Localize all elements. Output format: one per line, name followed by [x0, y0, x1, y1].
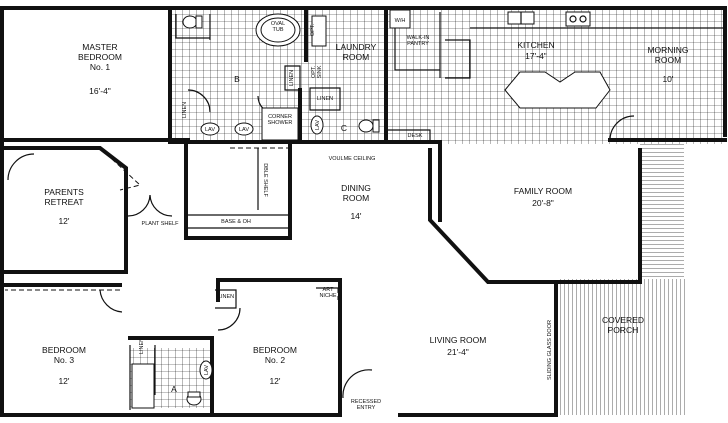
- dim-dining-room: 14': [350, 211, 361, 221]
- dim-living-room: 21'-4": [447, 347, 469, 357]
- label-line: ROOM: [343, 193, 369, 203]
- label-line: SINK: [317, 65, 323, 78]
- lav-sink-icon: [199, 360, 213, 380]
- label-lav-4: LAV: [204, 365, 210, 375]
- fixtures: [182, 9, 611, 406]
- room-dimensions: 16'-4" 12' 12' 12' 17'-4" 10' 14' 20'-8"…: [58, 51, 673, 386]
- label-linen-master: LINEN: [182, 102, 188, 118]
- label-line: TUB: [273, 27, 284, 33]
- kitchen-island: [504, 71, 611, 109]
- toilet-icon: [358, 119, 374, 133]
- label-line: ROOM: [343, 52, 369, 62]
- label-bath-c: C: [341, 123, 347, 133]
- label-sliding-glass-door: SLIDING GLASS DOOR: [547, 320, 553, 380]
- label-line: No. 1: [90, 62, 111, 72]
- label-linen-b: LINEN: [289, 70, 295, 86]
- dim-bedroom3: 12': [58, 376, 69, 386]
- lav-sink-icon: [310, 115, 324, 135]
- dim-master-bedroom: 16'-4": [89, 86, 111, 96]
- label-lav-2: LAV: [239, 127, 249, 133]
- lav-sink-icon: [234, 122, 254, 136]
- label-linen-laundry: LINEN: [317, 96, 333, 102]
- label-line: ROOM: [655, 55, 681, 65]
- label-line: RETREAT: [44, 197, 83, 207]
- label-linen-bed2: LINEN: [218, 294, 234, 300]
- dashed-lines: [5, 147, 640, 300]
- porch-decking: [558, 144, 686, 415]
- label-line: NICHE: [319, 293, 336, 299]
- lav-sink-icon: [200, 122, 220, 136]
- label-line: No. 2: [265, 355, 286, 365]
- toilet-icon: [182, 15, 198, 29]
- label-line: ENTRY: [357, 405, 376, 411]
- room-kitchen: KITCHEN: [517, 40, 554, 50]
- label-bath-a: A: [171, 384, 177, 394]
- room-living-room: LIVING ROOM: [430, 335, 487, 345]
- label-line: PORCH: [608, 325, 639, 335]
- label-wash-dry: WASH/DRYOPT.: [304, 15, 316, 45]
- dim-family-room: 20'-8": [532, 198, 554, 208]
- label-opt-sink: OPT.SINK: [311, 65, 323, 78]
- label-line: No. 3: [54, 355, 75, 365]
- label-wh: W/H: [395, 18, 406, 24]
- dim-morning-room: 10': [662, 74, 673, 84]
- dim-parents-retreat: 12': [58, 216, 69, 226]
- label-base-oh: BASE & OH: [221, 219, 251, 225]
- label-desk: DESK: [408, 133, 423, 139]
- label-bath-b: B: [234, 74, 240, 84]
- water-heater-icon: [389, 9, 411, 29]
- label-dble-shelf: DBLE SHELF: [262, 163, 268, 197]
- label-lav-3: LAV: [315, 120, 321, 130]
- label-line: PANTRY: [407, 41, 429, 47]
- label-line: BEDROOM: [78, 52, 122, 62]
- interior-walls: [3, 6, 727, 417]
- label-plant-shelf: PLANT SHELF: [142, 221, 180, 227]
- corner-shower-icon: [261, 107, 299, 141]
- range-icon: [565, 11, 591, 27]
- label-line: SHOWER: [268, 120, 293, 126]
- label-lav-1: LAV: [205, 127, 215, 133]
- room-family-room: FAMILY ROOM: [514, 186, 572, 196]
- label-line: OPT.: [310, 23, 316, 36]
- detail-lines: [129, 12, 725, 410]
- label-linen-bath: LINEN: [139, 338, 145, 354]
- label-volume-ceiling: VOULME CEILING: [329, 156, 376, 162]
- dim-bedroom2: 12': [269, 376, 280, 386]
- washer-dryer-icon: [311, 15, 327, 47]
- dim-kitchen: 17'-4": [525, 51, 547, 61]
